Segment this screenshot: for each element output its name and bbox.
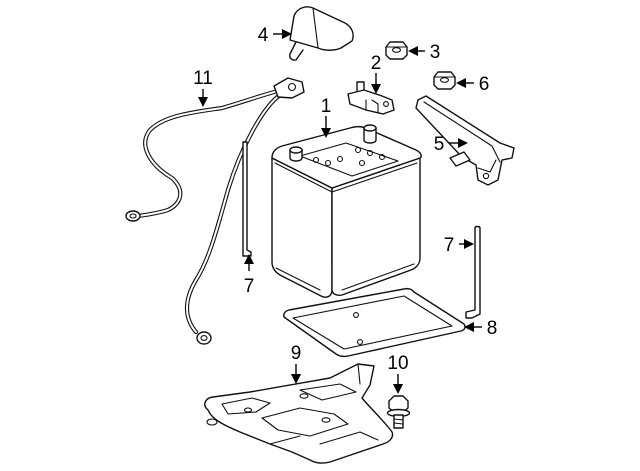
battery: [271, 124, 422, 298]
callout-2: 2: [371, 53, 382, 74]
callout-5: 5: [434, 134, 445, 155]
callout-1: 1: [321, 96, 332, 117]
battery-cable: [125, 77, 305, 345]
terminal-clamp: [347, 81, 395, 115]
callout-labels: 1 2 3 4 5 6 7 7 8 9 10 11: [193, 25, 497, 374]
callout-3: 3: [430, 42, 441, 63]
callout-11: 11: [193, 68, 213, 89]
battery-support: [204, 363, 394, 464]
callout-9: 9: [291, 343, 302, 364]
hold-down-rod-right: [465, 225, 481, 319]
callout-10: 10: [387, 353, 408, 374]
terminal-cover: [289, 6, 354, 61]
hold-down-bracket: [415, 95, 515, 186]
battery-tray: [283, 287, 466, 358]
callout-7-right: 7: [444, 235, 455, 256]
nut-part-3: [385, 41, 408, 60]
callout-6: 6: [479, 74, 490, 95]
callout-8: 8: [487, 318, 498, 339]
hold-down-rod-left: [242, 141, 252, 257]
callout-7-left: 7: [244, 276, 255, 297]
callout-4: 4: [258, 25, 269, 46]
nut-part-6: [433, 71, 456, 90]
bolt-part-10: [386, 395, 411, 429]
callout-leaders: [198, 29, 482, 394]
